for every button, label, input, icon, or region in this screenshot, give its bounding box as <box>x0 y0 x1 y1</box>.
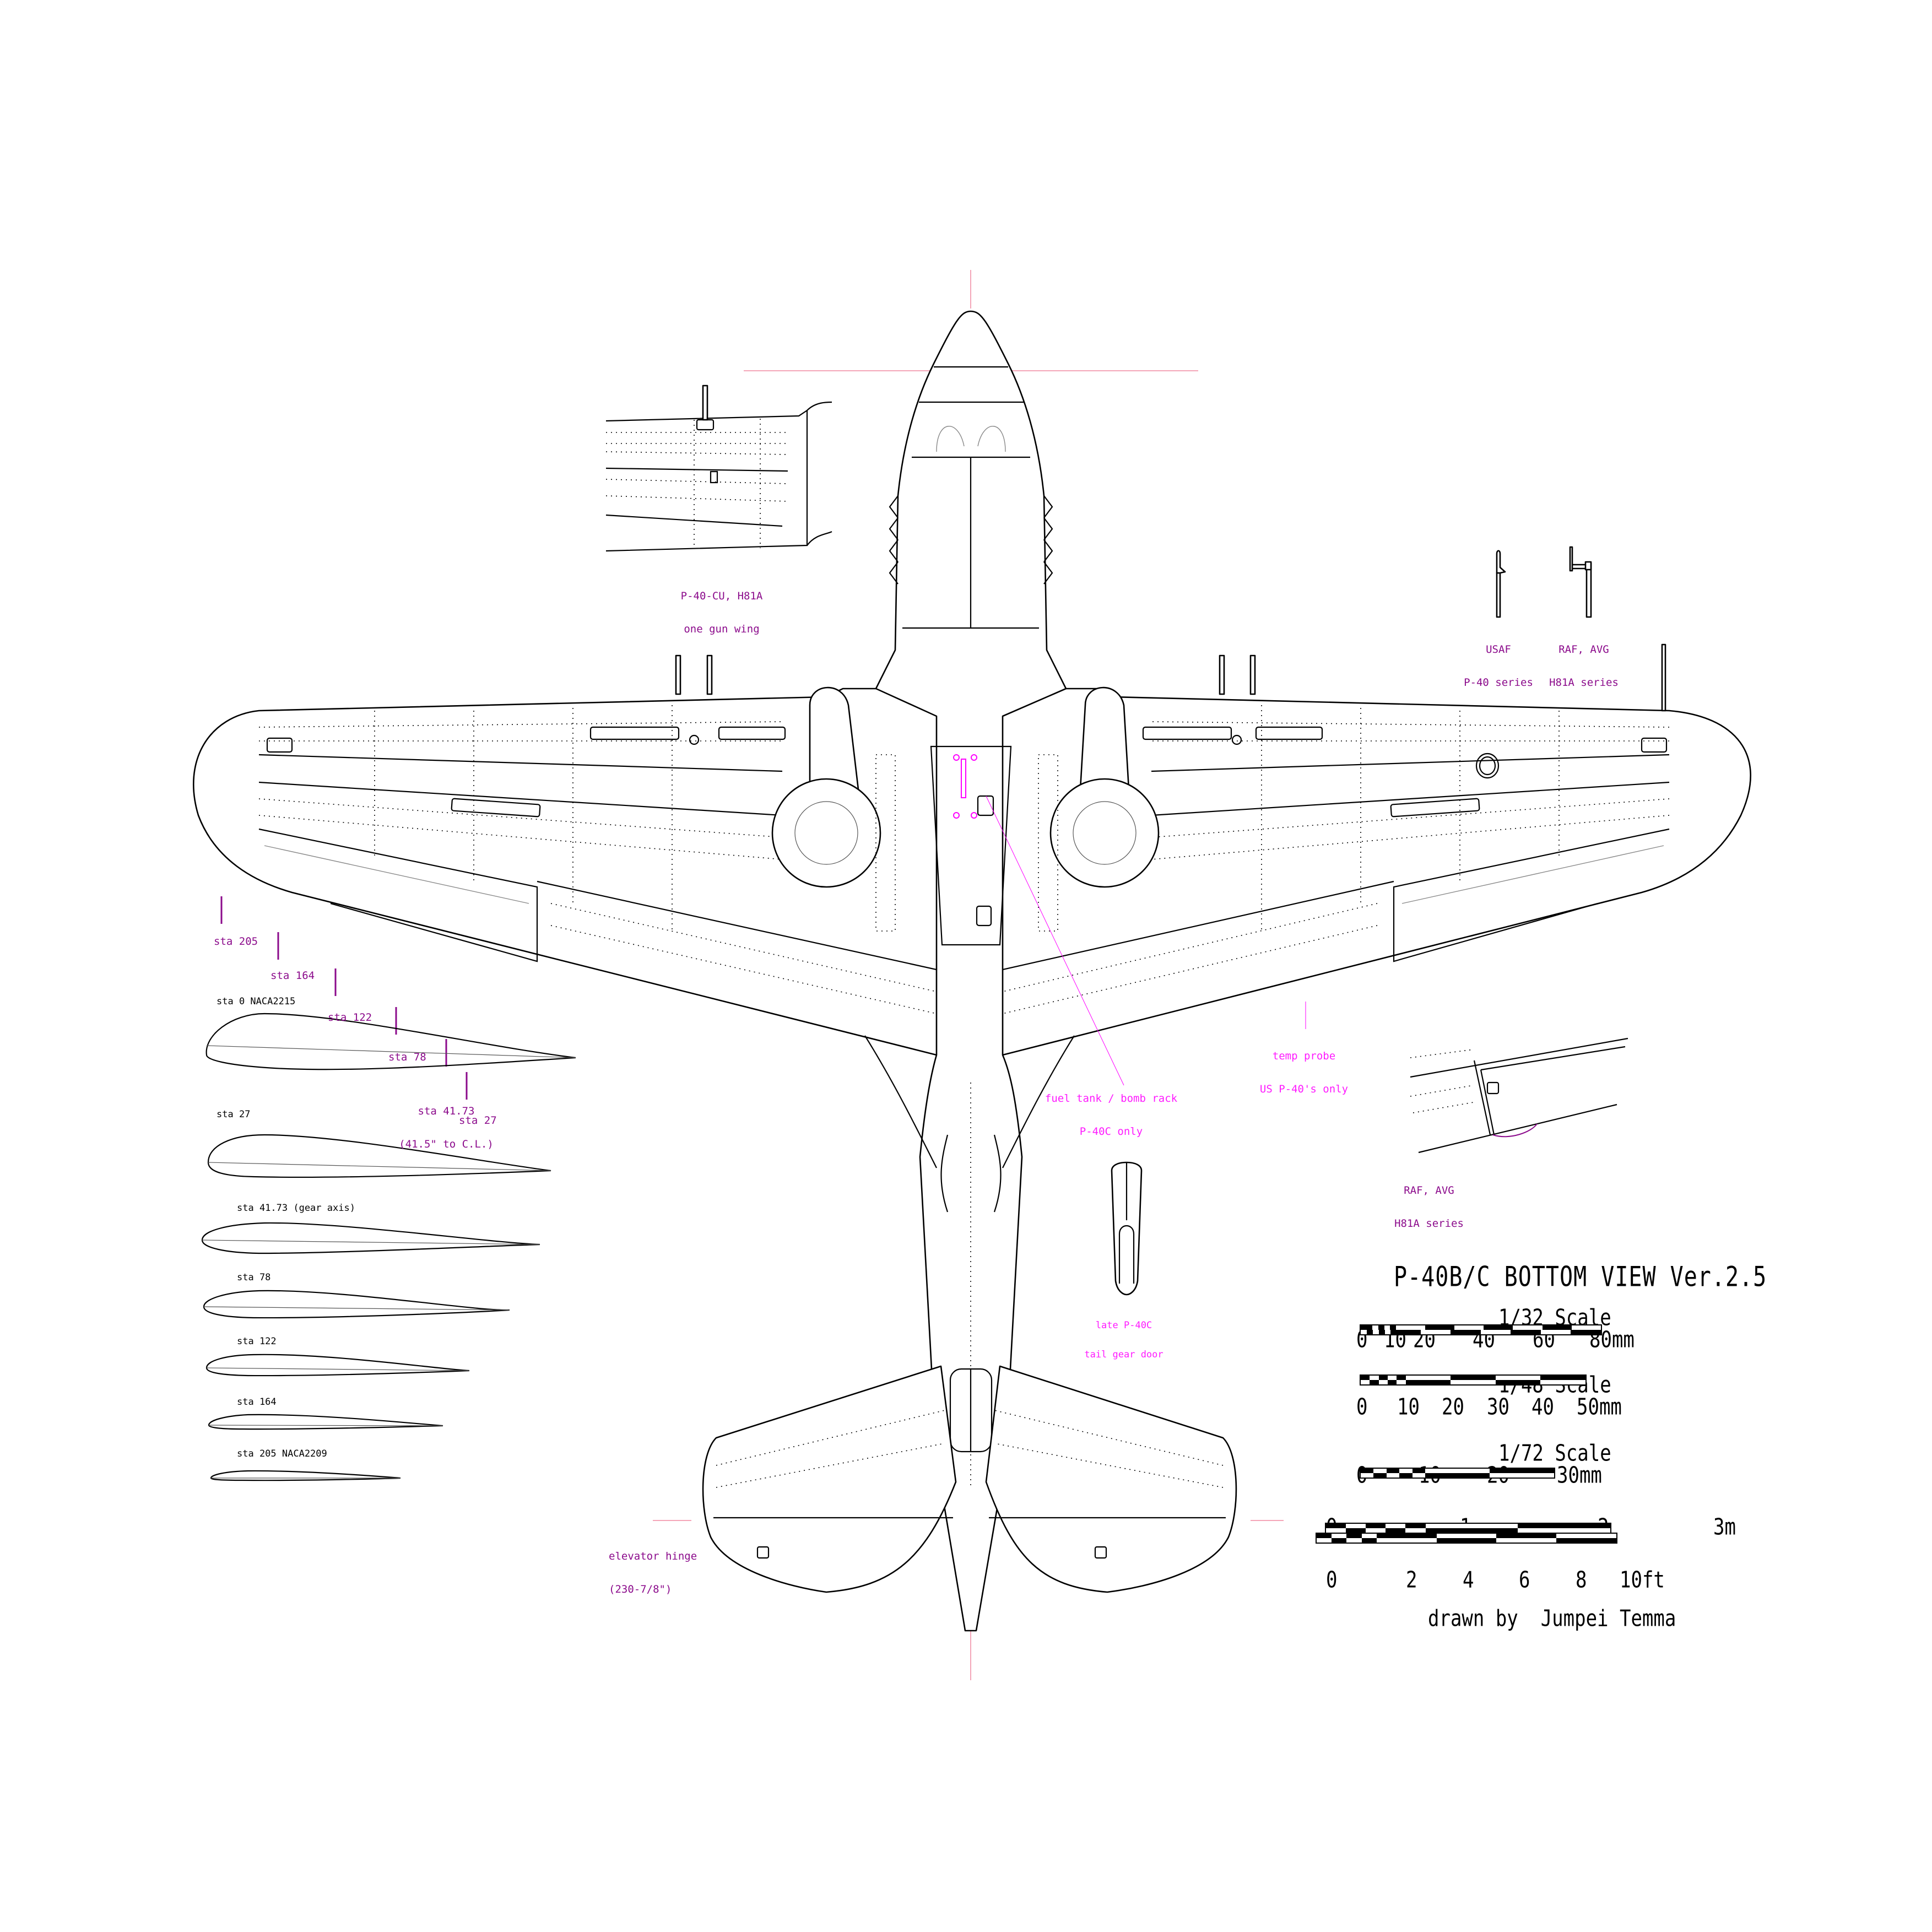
credit: drawn by Jumpei Temma <box>1428 1605 1676 1632</box>
airfoil-label-sta-0: sta 0 NACA2215 <box>217 996 296 1007</box>
station-label-41-73: sta 41.73 (41.5" to C.L.) <box>399 1105 494 1150</box>
landing-gear-wells <box>771 686 1160 932</box>
caption-one-gun-wing: P-40-CU, H81A one gun wing <box>680 589 763 635</box>
drawing-title: P-40B/C BOTTOM VIEW Ver.2.5 <box>1394 1261 1767 1293</box>
airfoil-label-sta-205: sta 205 NACA2209 <box>237 1448 327 1459</box>
inset-raf-aileron <box>1410 1037 1628 1154</box>
station-label-122: sta 122 <box>328 1011 372 1024</box>
airfoil-label-sta-78: sta 78 <box>237 1272 271 1283</box>
station-markers <box>220 896 1306 1100</box>
note-temp-probe: temp probe US P-40's only <box>1259 1049 1349 1095</box>
wing-guns <box>675 643 1666 712</box>
station-label-78: sta 78 <box>388 1051 426 1063</box>
scale-bar-feet <box>1316 1533 1617 1544</box>
inset-tail-gear-door <box>1111 1161 1143 1296</box>
station-label-205: sta 205 <box>214 935 258 948</box>
airfoil-label-sta-122: sta 122 <box>237 1336 277 1347</box>
inset-pitot-tubes <box>1496 546 1592 618</box>
scale-bar-1-48 <box>1360 1374 1587 1386</box>
inset-one-gun-wing <box>605 385 832 552</box>
scale-label-1-72: 1/72 Scale <box>1498 1440 1611 1467</box>
rivet-lines <box>258 705 1670 1014</box>
airfoil-sections <box>201 1013 576 1481</box>
horizontal-tail <box>702 1365 1237 1593</box>
caption-pitot-usaf: USAF P-40 series <box>1464 643 1533 689</box>
airfoil-label-sta-27: sta 27 <box>217 1109 251 1120</box>
exhaust-stacks <box>889 495 1053 585</box>
note-fuel-tank: fuel tank / bomb rack P-40C only <box>1045 1092 1178 1138</box>
caption-raf-aileron: RAF, AVG H81A series <box>1394 1184 1464 1230</box>
caption-pitot-raf: RAF, AVG H81A series <box>1549 643 1619 689</box>
fuselage <box>875 310 1124 1632</box>
caption-tail-gear-door: late P-40C tail gear door <box>1084 1319 1163 1361</box>
station-label-27: sta 27 <box>459 1114 497 1127</box>
scale-bar-meters <box>1325 1523 1611 1534</box>
note-elevator-hinge: elevator hinge (230-7/8") <box>609 1550 697 1595</box>
scale-bar-1-72 <box>1360 1468 1555 1479</box>
scale-bar-1-32 <box>1360 1324 1602 1335</box>
station-label-164: sta 164 <box>270 970 315 982</box>
airfoil-label-sta-41-73: sta 41.73 (gear axis) <box>237 1203 355 1214</box>
airfoil-label-sta-164: sta 164 <box>237 1397 277 1408</box>
